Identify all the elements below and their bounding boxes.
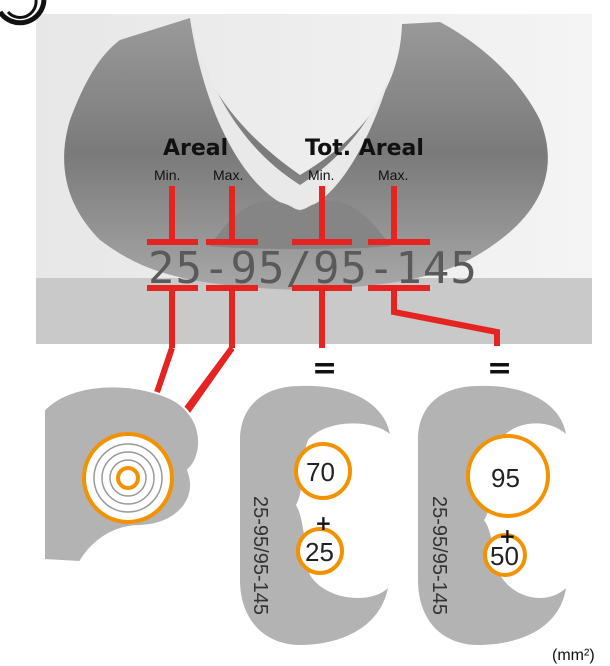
- tot-areal-label: Tot. Areal: [305, 136, 424, 161]
- tot-min-label: Min.: [308, 167, 334, 183]
- min-large-value: 70: [306, 457, 335, 487]
- plus-sign-max: +: [499, 524, 516, 548]
- side-code-max: 25-95/95-145: [428, 496, 450, 615]
- plus-sign-min: +: [315, 511, 332, 535]
- tot-max-label: Max.: [378, 167, 408, 183]
- side-code-min: 25-95/95-145: [249, 496, 271, 615]
- cross-section-left: [44, 386, 199, 562]
- equals-sign-min: =: [312, 351, 337, 386]
- areal-label: Areal: [163, 136, 228, 161]
- min-small-value: 25: [305, 537, 334, 567]
- equals-sign-max: =: [487, 351, 512, 386]
- areal-min-label: Min.: [154, 167, 180, 183]
- areal-max-label: Max.: [213, 167, 243, 183]
- unit-label: (mm²): [552, 647, 595, 664]
- max-large-value: 95: [491, 463, 520, 493]
